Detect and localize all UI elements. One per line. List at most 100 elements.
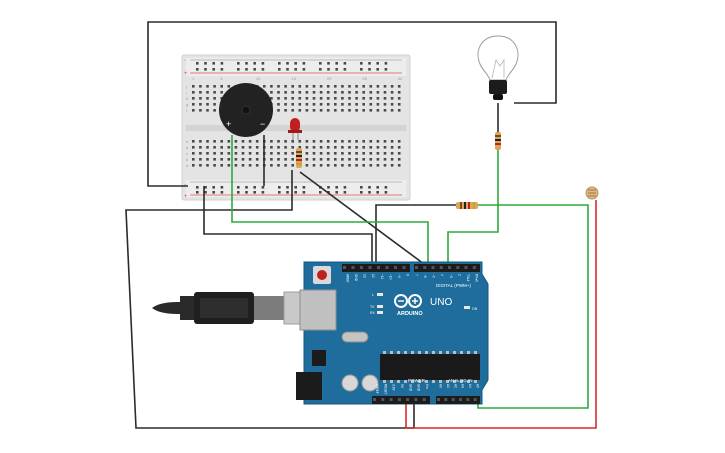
- breadboard-hole[interactable]: [341, 109, 344, 112]
- breadboard-hole[interactable]: [199, 85, 202, 88]
- breadboard-hole[interactable]: [397, 140, 401, 143]
- breadboard-hole[interactable]: [192, 140, 195, 143]
- breadboard-hole[interactable]: [355, 109, 358, 112]
- breadboard-hole[interactable]: [397, 146, 401, 149]
- rail-hole[interactable]: [360, 191, 363, 194]
- rail-hole[interactable]: [196, 191, 199, 194]
- breadboard-hole[interactable]: [213, 158, 216, 161]
- wire-led-gnd[interactable]: [186, 170, 293, 211]
- arduino-uno[interactable]: ARDUINO UNO DIGITAL (PWM~) POWER ANALOG …: [296, 261, 489, 405]
- breadboard-hole[interactable]: [334, 97, 337, 100]
- breadboard-hole[interactable]: [206, 152, 209, 155]
- breadboard-hole[interactable]: [270, 85, 273, 88]
- header-hole[interactable]: [466, 398, 470, 401]
- breadboard-hole[interactable]: [213, 85, 216, 88]
- breadboard-hole[interactable]: [241, 140, 245, 143]
- breadboard-hole[interactable]: [334, 91, 337, 94]
- breadboard-hole[interactable]: [383, 91, 387, 94]
- breadboard-hole[interactable]: [334, 109, 337, 112]
- breadboard-hole[interactable]: [248, 158, 252, 161]
- breadboard-hole[interactable]: [263, 85, 266, 88]
- rail-hole[interactable]: [278, 62, 281, 65]
- breadboard-hole[interactable]: [284, 109, 287, 112]
- breadboard-hole[interactable]: [206, 164, 209, 167]
- rail-hole[interactable]: [237, 191, 240, 194]
- breadboard-hole[interactable]: [227, 140, 231, 143]
- breadboard-hole[interactable]: [312, 97, 316, 100]
- breadboard-hole[interactable]: [376, 97, 380, 100]
- rail-hole[interactable]: [343, 191, 347, 194]
- digital-header-right[interactable]: [414, 264, 480, 272]
- breadboard-hole[interactable]: [220, 146, 223, 149]
- breadboard-hole[interactable]: [397, 91, 401, 94]
- breadboard-hole[interactable]: [376, 103, 380, 106]
- rail-hole[interactable]: [319, 68, 322, 71]
- rail-hole[interactable]: [368, 62, 371, 65]
- header-hole[interactable]: [360, 266, 363, 269]
- breadboard-hole[interactable]: [284, 85, 287, 88]
- breadboard-hole[interactable]: [319, 152, 323, 155]
- breadboard-hole[interactable]: [284, 140, 287, 143]
- breadboard-hole[interactable]: [369, 91, 373, 94]
- breadboard-hole[interactable]: [355, 97, 358, 100]
- breadboard-hole[interactable]: [220, 158, 223, 161]
- breadboard-hole[interactable]: [248, 152, 252, 155]
- breadboard-hole[interactable]: [298, 97, 302, 100]
- breadboard-hole[interactable]: [390, 152, 394, 155]
- breadboard-hole[interactable]: [312, 91, 316, 94]
- breadboard-hole[interactable]: [270, 158, 273, 161]
- wire-bulb-signal[interactable]: [447, 150, 499, 264]
- breadboard-hole[interactable]: [298, 85, 302, 88]
- breadboard-hole[interactable]: [255, 146, 259, 149]
- breadboard-hole[interactable]: [291, 146, 294, 149]
- breadboard-hole[interactable]: [319, 91, 323, 94]
- breadboard-hole[interactable]: [355, 158, 358, 161]
- rail-hole[interactable]: [335, 191, 338, 194]
- breadboard-hole[interactable]: [376, 109, 380, 112]
- red-led[interactable]: [288, 118, 302, 140]
- rail-hole[interactable]: [196, 186, 199, 189]
- rail-hole[interactable]: [286, 191, 289, 194]
- rail-hole[interactable]: [212, 62, 215, 65]
- breadboard-hole[interactable]: [270, 146, 273, 149]
- breadboard-hole[interactable]: [348, 97, 351, 100]
- breadboard-hole[interactable]: [277, 109, 280, 112]
- breadboard-hole[interactable]: [319, 146, 323, 149]
- bulb-resistor[interactable]: [495, 132, 501, 150]
- breadboard-hole[interactable]: [319, 85, 323, 88]
- rail-hole[interactable]: [253, 62, 256, 65]
- breadboard-hole[interactable]: [192, 91, 195, 94]
- breadboard-hole[interactable]: [312, 103, 316, 106]
- wire-ldr-power[interactable]: [405, 200, 597, 429]
- rail-hole[interactable]: [204, 186, 207, 189]
- breadboard-hole[interactable]: [383, 146, 387, 149]
- rail-hole[interactable]: [302, 62, 306, 65]
- breadboard-hole[interactable]: [319, 140, 323, 143]
- wire-ldr-gnd[interactable]: [375, 204, 456, 264]
- breadboard-hole[interactable]: [390, 146, 394, 149]
- breadboard-hole[interactable]: [298, 146, 302, 149]
- breadboard-hole[interactable]: [270, 91, 273, 94]
- header-hole[interactable]: [464, 266, 468, 269]
- breadboard-hole[interactable]: [383, 152, 387, 155]
- rail-hole[interactable]: [327, 68, 330, 71]
- breadboard-hole[interactable]: [255, 158, 259, 161]
- rail-hole[interactable]: [212, 186, 215, 189]
- breadboard-hole[interactable]: [326, 158, 330, 161]
- breadboard-hole[interactable]: [312, 164, 316, 167]
- breadboard-hole[interactable]: [334, 85, 337, 88]
- rail-hole[interactable]: [302, 191, 306, 194]
- breadboard-hole[interactable]: [199, 97, 202, 100]
- rail-hole[interactable]: [212, 68, 215, 71]
- breadboard-hole[interactable]: [348, 109, 351, 112]
- breadboard-hole[interactable]: [362, 140, 365, 143]
- rail-hole[interactable]: [261, 191, 265, 194]
- rail-hole[interactable]: [294, 186, 297, 189]
- breadboard-hole[interactable]: [341, 158, 344, 161]
- wire-buzzer-plus[interactable]: [231, 135, 429, 264]
- breadboard-hole[interactable]: [383, 140, 387, 143]
- breadboard-hole[interactable]: [213, 140, 216, 143]
- header-hole[interactable]: [431, 266, 435, 269]
- breadboard-hole[interactable]: [277, 140, 280, 143]
- breadboard-hole[interactable]: [341, 97, 344, 100]
